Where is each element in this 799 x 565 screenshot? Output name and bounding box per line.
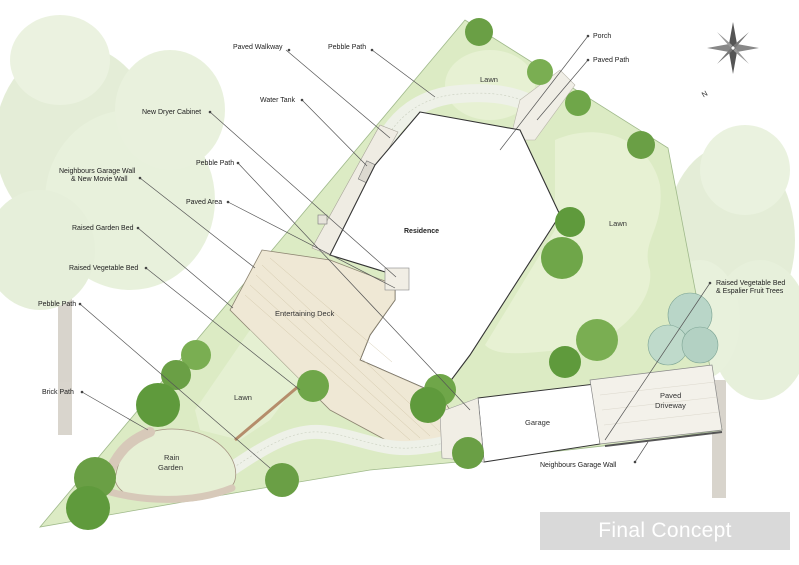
espalier-fruit-trees <box>647 292 719 366</box>
label-brick-path: Brick Path <box>42 389 74 396</box>
label-raised-vegetable-bed: Raised Vegetable Bed <box>69 265 138 272</box>
banner-title: Final Concept <box>598 519 732 542</box>
background-tree-left <box>0 15 225 435</box>
raised-vegetable-bed <box>234 383 301 442</box>
label-paved-path: Paved Path <box>593 57 629 64</box>
area-label-lawn-right: Lawn <box>609 219 627 228</box>
label-raised-garden-bed: Raised Garden Bed <box>72 225 134 232</box>
final-concept-banner: Final Concept <box>540 512 790 550</box>
dryer-cabinet <box>317 214 328 225</box>
label-paved-walkway: Paved Walkway <box>233 44 283 51</box>
area-label-lawn-top: Lawn <box>480 75 498 84</box>
area-label-paved-driveway-2: Driveway <box>655 401 686 410</box>
background-tree-right <box>660 125 799 498</box>
label-pebble-path-top: Pebble Path <box>328 44 366 51</box>
compass-north-label: N <box>700 89 709 100</box>
area-label-rain-garden-2: Garden <box>158 463 183 472</box>
label-raised-veg-espalier-2: & Espalier Fruit Trees <box>716 288 784 295</box>
label-paved-area: Paved Area <box>186 199 222 206</box>
neighbours-garage-wall-line <box>604 431 723 447</box>
label-neighbours-wall-1: Neighbours Garage Wall <box>59 168 136 175</box>
area-label-entertaining-deck: Entertaining Deck <box>275 309 334 318</box>
label-pebble-path-mid: Pebble Path <box>196 160 234 167</box>
brick-path <box>105 427 155 475</box>
background-trees <box>0 15 799 498</box>
label-raised-veg-espalier-1: Raised Vegetable Bed <box>716 280 785 287</box>
brick-path-lower <box>106 484 236 503</box>
label-porch: Porch <box>593 33 611 40</box>
area-label-lawn-left: Lawn <box>234 393 252 402</box>
area-label-rain-garden-1: Rain <box>164 453 179 462</box>
label-new-dryer-cabinet: New Dryer Cabinet <box>142 109 201 116</box>
area-label-residence: Residence <box>404 228 439 235</box>
label-neighbours-garage-wall: Neighbours Garage Wall <box>540 462 617 469</box>
label-neighbours-wall-2: & New Movie Wall <box>71 176 128 183</box>
paved-area <box>384 267 410 291</box>
shrubs <box>66 18 655 530</box>
pebble-path-top-edge <box>334 92 541 241</box>
area-label-paved-driveway-1: Paved <box>660 391 681 400</box>
driveway-paving-lines <box>599 381 720 426</box>
leader-lines <box>78 34 712 469</box>
label-water-tank: Water Tank <box>260 97 296 104</box>
label-pebble-path-left: Pebble Path <box>38 301 76 308</box>
lawn-left-patch <box>195 330 300 440</box>
compass-rose-icon <box>707 22 759 74</box>
area-label-garage: Garage <box>525 418 550 427</box>
